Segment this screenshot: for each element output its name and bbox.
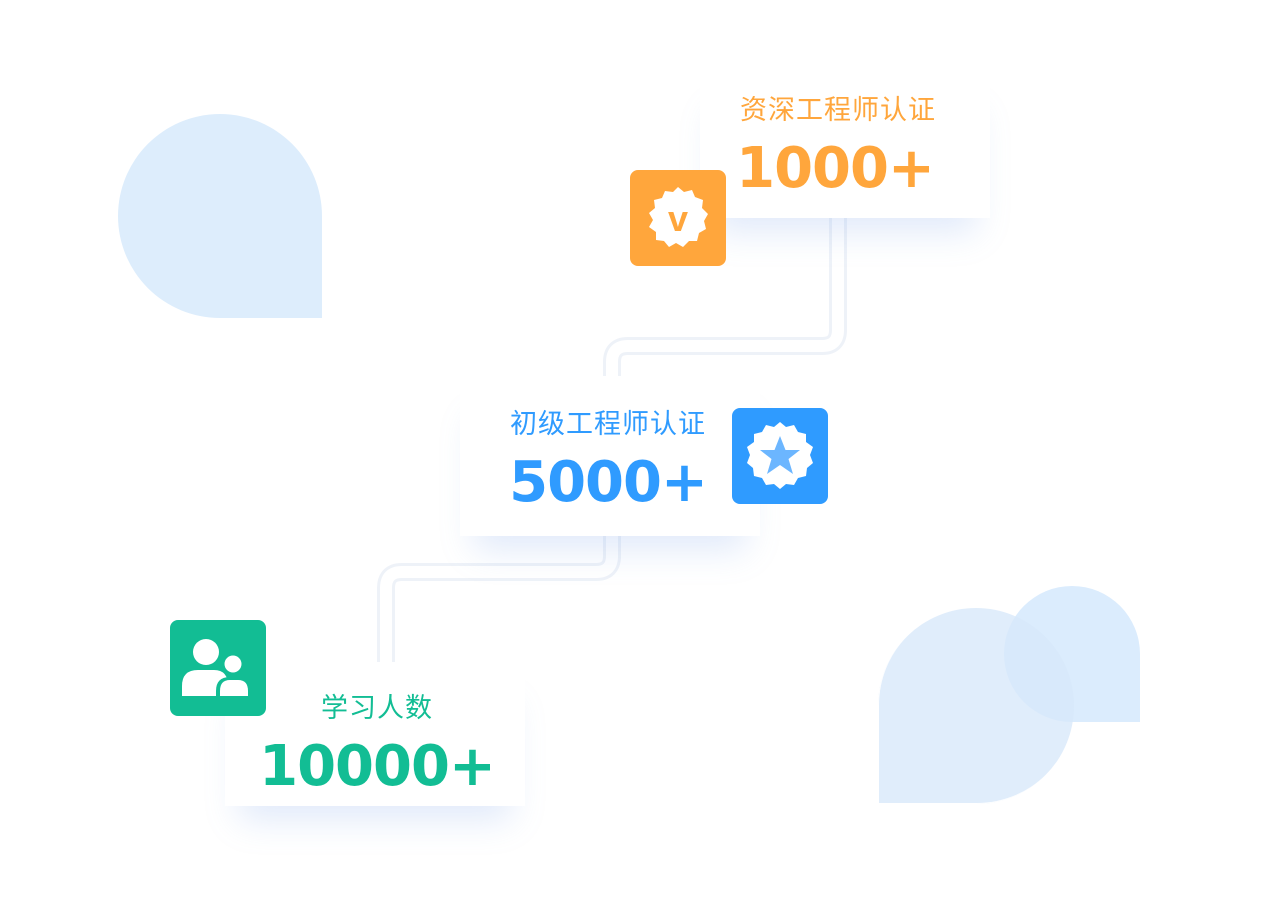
stat-label: 学习人数 <box>321 693 433 724</box>
decor-blob-left <box>118 114 322 318</box>
decor-blob-right-front <box>878 608 1074 804</box>
stat-value: 10000+ <box>259 734 496 799</box>
stat-label: 初级工程师认证 <box>510 409 706 440</box>
stat-label: 资深工程师认证 <box>740 95 936 126</box>
svg-text:v: v <box>668 198 688 239</box>
stat-value: 1000+ <box>736 136 935 201</box>
stat-value: 5000+ <box>509 450 708 515</box>
v-badge-icon: v <box>630 170 726 266</box>
stat-card-senior: 资深工程师认证 1000+ <box>700 70 990 218</box>
users-icon <box>170 620 266 716</box>
stat-card-learners: 学习人数 10000+ <box>225 662 525 806</box>
stat-card-junior: 初级工程师认证 5000+ <box>460 376 760 536</box>
star-badge-icon <box>732 408 828 504</box>
